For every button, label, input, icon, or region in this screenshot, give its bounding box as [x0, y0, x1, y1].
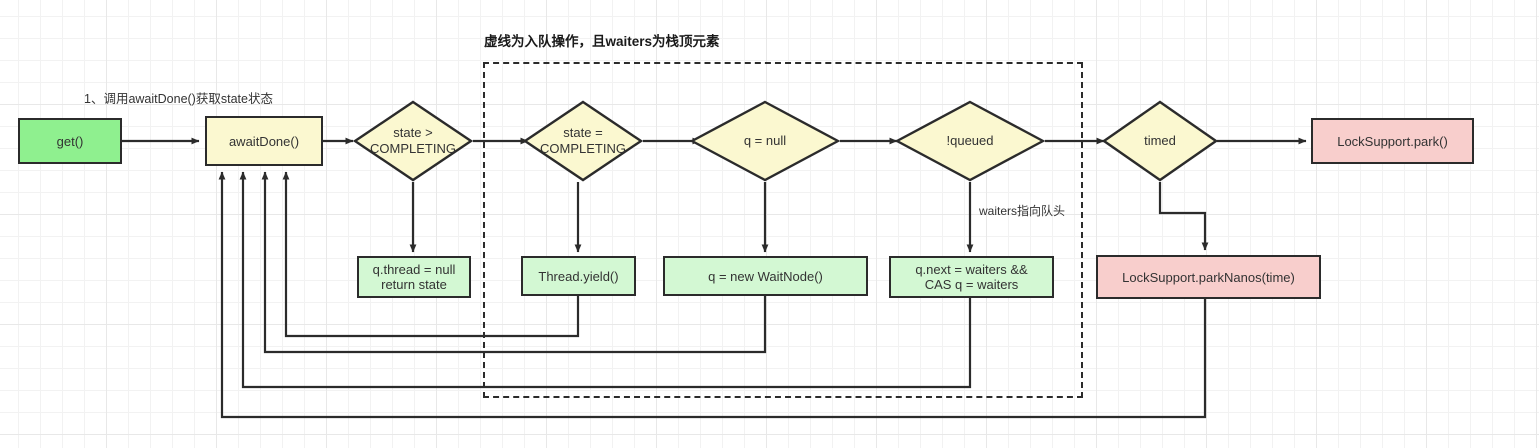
- node-locksupport-park[interactable]: LockSupport.park(): [1311, 118, 1474, 164]
- wire-timed-to-parknanos: [1158, 182, 1209, 251]
- waiters-queue-head-note: waiters指向队头: [979, 204, 1066, 218]
- step-note-label: 1、调用awaitDone()获取state状态: [84, 92, 273, 106]
- diamond-shape: [1102, 100, 1218, 182]
- node-locksupport-parknanos[interactable]: LockSupport.parkNanos(time): [1096, 255, 1321, 299]
- diamond-shape: [690, 100, 840, 182]
- decision-state-eq-completing[interactable]: state = COMPLETING: [523, 100, 643, 182]
- decision-not-queued[interactable]: !queued: [895, 100, 1045, 182]
- decision-q-is-null[interactable]: q = null: [690, 100, 840, 182]
- diamond-shape: [895, 100, 1045, 182]
- diamond-shape: [523, 100, 643, 182]
- decision-state-gt-completing[interactable]: state > COMPLETING: [353, 100, 473, 182]
- node-cas-q-waiters[interactable]: q.next = waiters && CAS q = waiters: [889, 256, 1054, 298]
- node-new-waitnode[interactable]: q = new WaitNode(): [663, 256, 868, 296]
- diamond-shape: [353, 100, 473, 182]
- enqueue-dashed-region: [483, 62, 1083, 398]
- decision-timed[interactable]: timed: [1102, 100, 1218, 182]
- node-qthread-null-return-state[interactable]: q.thread = null return state: [357, 256, 471, 298]
- node-thread-yield[interactable]: Thread.yield(): [521, 256, 636, 296]
- node-get[interactable]: get(): [18, 118, 122, 164]
- node-awaitdone[interactable]: awaitDone(): [205, 116, 323, 166]
- dashed-region-title: 虚线为入队操作，且waiters为栈顶元素: [484, 34, 720, 49]
